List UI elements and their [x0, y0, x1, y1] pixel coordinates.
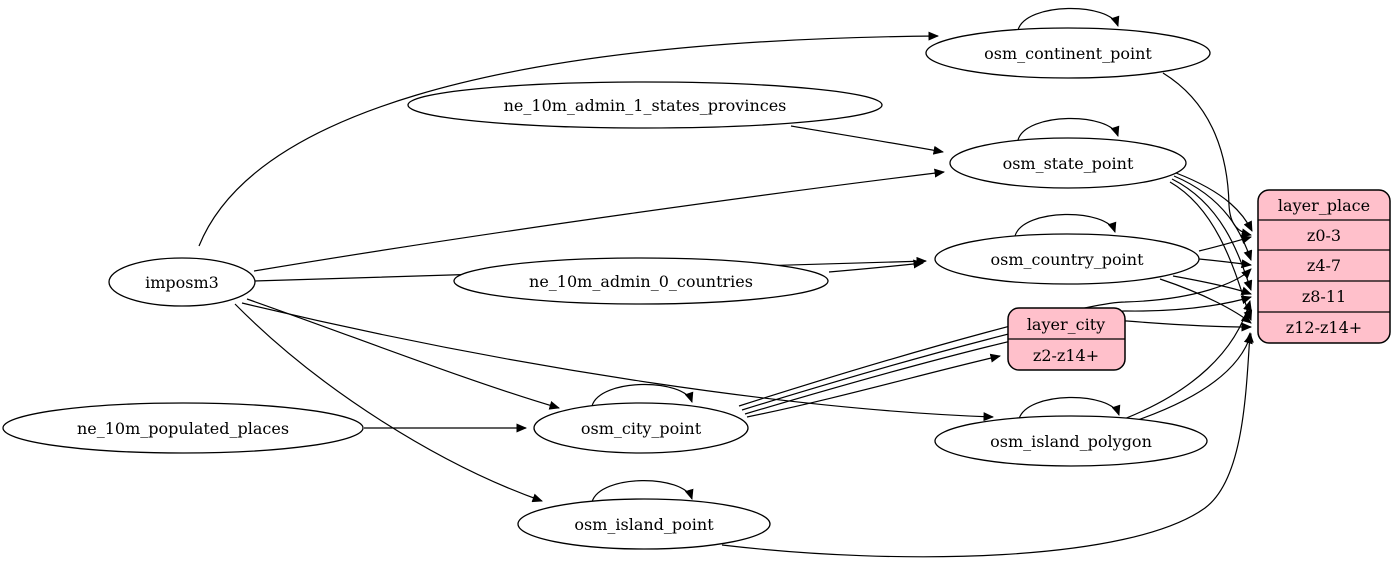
edge-ne_10m_admin_0_countries-osm_country_point — [828, 259, 924, 273]
edge-imposm3-osm_continent_point — [198, 31, 939, 247]
edge-osm_island_polygon-layer_place-z8-11 — [1123, 300, 1252, 420]
self-loop-osm_state_point — [1017, 117, 1120, 141]
record-layer_place-row-z4-7: z4-7 — [1307, 256, 1341, 275]
record-layer_place: layer_place z0-3 z4-7 z8-11 z12-z14+ — [1257, 189, 1391, 344]
record-layer_place-row-z8-11: z8-11 — [1302, 287, 1346, 306]
node-ne_10m_admin_0_countries: ne_10m_admin_0_countries — [453, 257, 829, 305]
node-osm_continent_point: osm_continent_point — [925, 27, 1211, 79]
node-osm_continent_point-label: osm_continent_point — [984, 44, 1152, 63]
node-osm_city_point: osm_city_point — [533, 402, 749, 454]
node-osm_city_point-label: osm_city_point — [581, 419, 702, 438]
node-imposm3-shape — [108, 257, 256, 307]
edge-osm_city_point-layer_city-z2-z14 — [746, 353, 1001, 418]
node-osm_city_point-shape — [533, 402, 749, 454]
node-osm_continent_point-shape — [925, 27, 1211, 79]
node-osm_state_point-label: osm_state_point — [1003, 154, 1134, 173]
node-ne_10m_populated_places-shape — [2, 402, 364, 454]
self-loop-osm_city_point — [591, 383, 694, 407]
self-loop-osm_island_point — [591, 480, 694, 503]
node-osm_country_point-label: osm_country_point — [990, 250, 1144, 269]
edge-ne_10m_admin_1_states_provinces-osm_state_point — [790, 125, 944, 155]
edge-osm_continent_point-layer_place-z0-3 — [1162, 72, 1252, 238]
edge-osm_island_point-layer_place-z12-z14 — [721, 332, 1254, 558]
record-layer_place-box — [1257, 189, 1391, 344]
node-osm_state_point-shape — [949, 137, 1187, 189]
node-osm_island_point-shape — [517, 498, 771, 550]
edge-osm_city_point-layer_place-z4-7 — [738, 268, 1252, 407]
node-osm_country_point-shape — [934, 233, 1200, 285]
node-osm_island_polygon-shape — [934, 415, 1208, 467]
node-ne_10m_admin_1_states_provinces: ne_10m_admin_1_states_provinces — [407, 81, 883, 129]
edge-imposm3-osm_island_polygon — [241, 302, 994, 422]
node-ne_10m_populated_places-label: ne_10m_populated_places — [77, 419, 289, 438]
self-loop-osm_island_polygon — [1018, 396, 1121, 420]
edge-osm_country_point-layer_place-z0-3 — [1198, 235, 1252, 252]
edge-osm_country_point-layer_place-z4-7 — [1198, 258, 1252, 269]
node-imposm3-label: imposm3 — [145, 273, 219, 292]
node-osm_island_polygon-label: osm_island_polygon — [990, 432, 1152, 451]
edge-osm_state_point-layer_place-z4-7 — [1173, 175, 1253, 261]
node-ne_10m_admin_0_countries-shape — [453, 257, 829, 305]
edge-imposm3-osm_island_point — [234, 303, 543, 503]
edge-osm_country_point-layer_place-z12-z14 — [1159, 278, 1252, 324]
node-osm_island_point-label: osm_island_point — [574, 515, 714, 534]
self-loop-osm_country_point — [1014, 213, 1117, 237]
node-ne_10m_admin_0_countries-label: ne_10m_admin_0_countries — [529, 272, 753, 291]
record-layer_city-row-z2-z14: z2-z14+ — [1033, 346, 1099, 365]
record-layer_city-title: layer_city — [1027, 315, 1105, 334]
record-layer_place-row-z0-3: z0-3 — [1307, 226, 1341, 245]
edge-osm_state_point-layer_place-z0-3 — [1175, 172, 1253, 232]
edge-osm_island_polygon-layer_place-z12-z14 — [1128, 333, 1253, 424]
self-loop-osm_continent_point — [1017, 7, 1120, 31]
record-layer_place-row-z12-z14: z12-z14+ — [1286, 318, 1362, 337]
node-imposm3: imposm3 — [108, 257, 256, 307]
edge-imposm3-osm_state_point — [253, 168, 945, 272]
node-osm_country_point: osm_country_point — [934, 233, 1200, 285]
record-layer_place-title: layer_place — [1278, 196, 1370, 215]
node-ne_10m_admin_1_states_provinces-shape — [407, 81, 883, 129]
node-ne_10m_admin_1_states_provinces-label: ne_10m_admin_1_states_provinces — [504, 96, 787, 115]
node-osm_island_polygon: osm_island_polygon — [934, 415, 1208, 467]
node-ne_10m_populated_places: ne_10m_populated_places — [2, 402, 364, 454]
node-osm_state_point: osm_state_point — [949, 137, 1187, 189]
record-layer_city: layer_city z2-z14+ — [1007, 307, 1126, 371]
edge-osm_state_point-layer_place-z8-11 — [1171, 178, 1253, 291]
node-osm_island_point: osm_island_point — [517, 498, 771, 550]
